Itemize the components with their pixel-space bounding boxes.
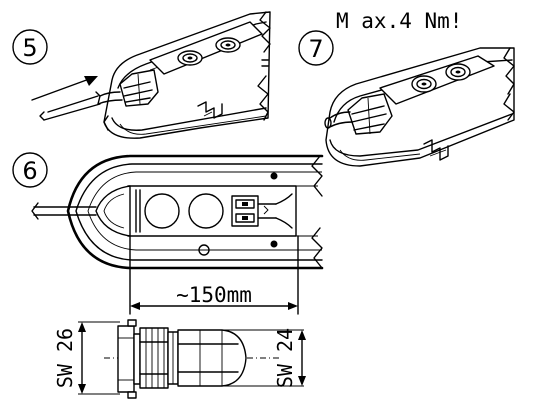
- step5-illustration: 5: [12, 11, 271, 139]
- torque-note: M ax.4 Nm!: [336, 9, 462, 33]
- wrench-size-right-dimension: SW 24: [222, 328, 306, 388]
- step7-cable-gland: [324, 93, 393, 135]
- step7-circle: [298, 30, 334, 66]
- step7-housing: [325, 47, 515, 167]
- step5-cable-gland: [95, 69, 159, 107]
- wrench-size-left-label: SW 26: [53, 328, 77, 388]
- step6-circle: [12, 152, 48, 188]
- step5-circle: [12, 29, 48, 65]
- step7-number: 7: [308, 35, 323, 63]
- step5-cable: [39, 95, 101, 121]
- lock-nut: [117, 319, 141, 399]
- dome-cap-nut: [177, 329, 247, 387]
- wrench-size-left-dimension: SW 26: [53, 321, 120, 395]
- wrench-size-right-label: SW 24: [273, 328, 297, 388]
- cable-gland-detail: SW 26: [53, 319, 306, 399]
- length-dimension: ~150mm: [129, 235, 299, 315]
- length-dimension-label: ~150mm: [176, 283, 252, 307]
- step6-housing: [66, 154, 324, 270]
- step7-illustration: 7 M ax.4 Nm!: [298, 9, 515, 167]
- step6-number: 6: [22, 157, 37, 185]
- step6-illustration: 6: [12, 152, 324, 315]
- gland-body: [139, 327, 179, 389]
- step5-housing: [103, 11, 271, 139]
- insert-arrow-icon: [31, 76, 98, 101]
- step5-number: 5: [22, 34, 37, 62]
